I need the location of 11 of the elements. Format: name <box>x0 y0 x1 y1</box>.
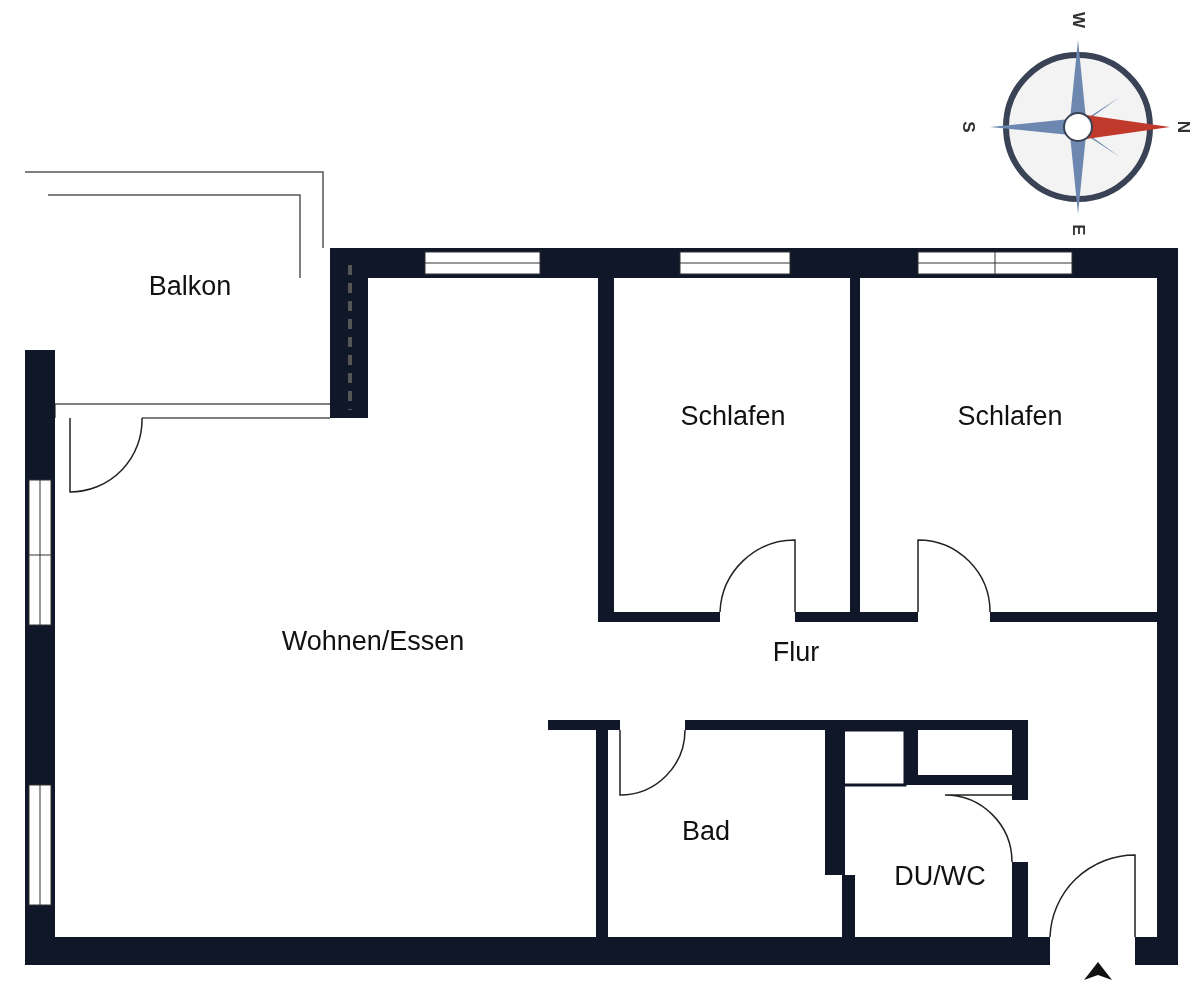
compass-letter: W <box>1068 12 1088 28</box>
compass-letter: E <box>1068 224 1088 236</box>
room-label: Balkon <box>148 270 232 302</box>
room-label: Bad <box>682 815 730 847</box>
room-label: Flur <box>772 636 820 668</box>
room-label: Wohnen/Essen <box>281 625 465 657</box>
compass-letter: S <box>958 121 978 133</box>
compass-letter: N <box>1173 120 1193 134</box>
room-label: Schlafen <box>957 400 1063 432</box>
room-label: Schlafen <box>680 400 786 432</box>
room-label: DU/WC <box>894 860 986 892</box>
